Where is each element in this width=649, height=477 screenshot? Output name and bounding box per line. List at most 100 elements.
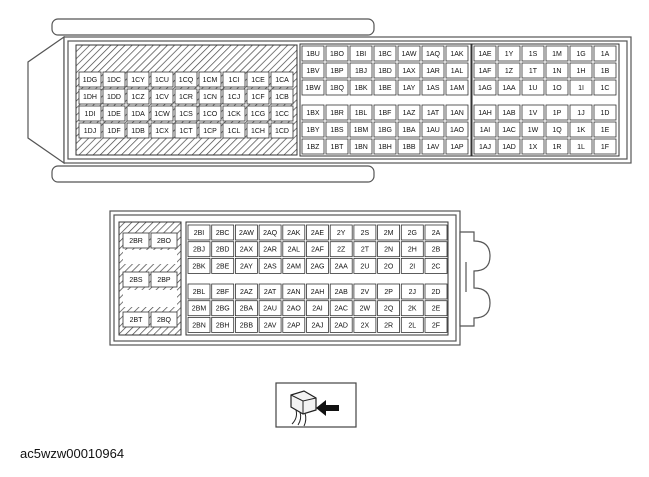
- pin-label: 1AV: [427, 144, 440, 151]
- pin-cell: [187, 300, 211, 317]
- pin-label: 2BM: [192, 306, 207, 313]
- pin-label: 1BJ: [355, 68, 367, 75]
- pin-cell: [400, 283, 424, 300]
- pin-cell: [306, 224, 329, 241]
- pin-label: 2K: [408, 306, 417, 313]
- pin-cell: [329, 300, 353, 317]
- pin-label: 1BY: [306, 127, 320, 134]
- pin-label: 1BD: [378, 68, 392, 75]
- pin-label: 1C: [601, 85, 610, 92]
- pin-label: 1DI: [85, 111, 96, 118]
- pin-cell: [400, 300, 424, 317]
- pin-cell: [545, 138, 569, 155]
- pin-cell: [150, 71, 174, 88]
- pin-label: 2BD: [216, 247, 230, 254]
- pin-label: 1CB: [275, 94, 289, 101]
- pin-cell: [282, 224, 306, 241]
- pin-label: 1Z: [505, 68, 514, 75]
- pin-label: 2S: [361, 230, 370, 237]
- pin-cell: [222, 122, 246, 139]
- pin-cell: [78, 71, 102, 88]
- pin-label: 1K: [577, 127, 586, 134]
- pin-label: 2R: [384, 322, 393, 329]
- pin-cell: [473, 104, 497, 121]
- pin-cell: [569, 138, 593, 155]
- pin-cell: [353, 316, 377, 333]
- pin-cell: [545, 104, 569, 121]
- pin-cell: [234, 283, 258, 300]
- pin-label: 1AZ: [403, 110, 417, 117]
- pin-cell: [349, 62, 373, 79]
- pin-cell: [400, 241, 424, 258]
- pin-cell: [198, 88, 222, 105]
- pin-cell: [325, 45, 349, 62]
- pin-label: 1F: [601, 144, 609, 151]
- pin-label: 2AE: [311, 230, 325, 237]
- pin-cell: [593, 138, 617, 155]
- pin-label: 1DD: [107, 94, 121, 101]
- pin-label: 2BA: [240, 306, 254, 313]
- pin-label: 1A: [601, 51, 610, 58]
- connector-a-left-nose: [27, 35, 65, 165]
- pin-cell: [473, 121, 497, 138]
- pin-cell: [397, 45, 421, 62]
- pin-label: 1AE: [478, 51, 492, 58]
- pin-cell: [377, 300, 401, 317]
- pin-cell: [497, 121, 521, 138]
- pin-label: 2AL: [288, 247, 301, 254]
- pin-cell: [545, 79, 569, 96]
- pin-cell: [377, 224, 401, 241]
- pin-cell: [282, 316, 306, 333]
- pin-label: 1BI: [356, 51, 367, 58]
- pin-cell: [211, 241, 235, 258]
- pin-label: 2AI: [312, 306, 323, 313]
- pin-label: 2E: [432, 306, 441, 313]
- pin-label: 1CG: [251, 111, 265, 118]
- pin-cell: [521, 121, 545, 138]
- pin-cell: [301, 121, 325, 138]
- pin-label: 1CW: [154, 111, 170, 118]
- pin-cell: [349, 138, 373, 155]
- pin-cell: [593, 121, 617, 138]
- pin-label: 1CC: [275, 111, 289, 118]
- pin-cell: [122, 271, 150, 288]
- pin-label: 1V: [529, 110, 538, 117]
- pin-cell: [198, 105, 222, 122]
- pin-cell: [234, 300, 258, 317]
- pin-cell: [521, 79, 545, 96]
- pin-cell: [126, 105, 150, 122]
- pin-cell: [445, 138, 469, 155]
- pin-label: 1E: [601, 127, 610, 134]
- pin-label: 2AM: [287, 263, 302, 270]
- pin-label: 2BI: [194, 230, 205, 237]
- pin-cell: [325, 62, 349, 79]
- pin-label: 2C: [432, 263, 441, 270]
- pin-label: 1Q: [552, 127, 562, 134]
- pin-label: 1CI: [229, 77, 240, 84]
- pin-cell: [282, 257, 306, 274]
- pin-label: 1AC: [502, 127, 516, 134]
- pin-cell: [246, 122, 270, 139]
- pin-cell: [234, 316, 258, 333]
- pin-label: 1AU: [426, 127, 440, 134]
- pin-label: 1CF: [251, 94, 264, 101]
- pin-label: 1AT: [427, 110, 440, 117]
- pin-cell: [102, 88, 126, 105]
- pin-label: 1AN: [450, 110, 464, 117]
- pin-label: 2AN: [287, 289, 301, 296]
- pin-label: 1CV: [155, 94, 169, 101]
- pin-cell: [174, 88, 198, 105]
- pin-cell: [497, 138, 521, 155]
- pin-label: 2BP: [157, 277, 171, 284]
- pin-cell: [174, 71, 198, 88]
- pin-cell: [198, 71, 222, 88]
- pin-label: 1AO: [450, 127, 465, 134]
- pin-label: 2BJ: [193, 247, 205, 254]
- pin-label: 2AV: [264, 322, 277, 329]
- pin-label: 2AY: [240, 263, 253, 270]
- pin-cell: [445, 79, 469, 96]
- pin-label: 2BT: [130, 317, 144, 324]
